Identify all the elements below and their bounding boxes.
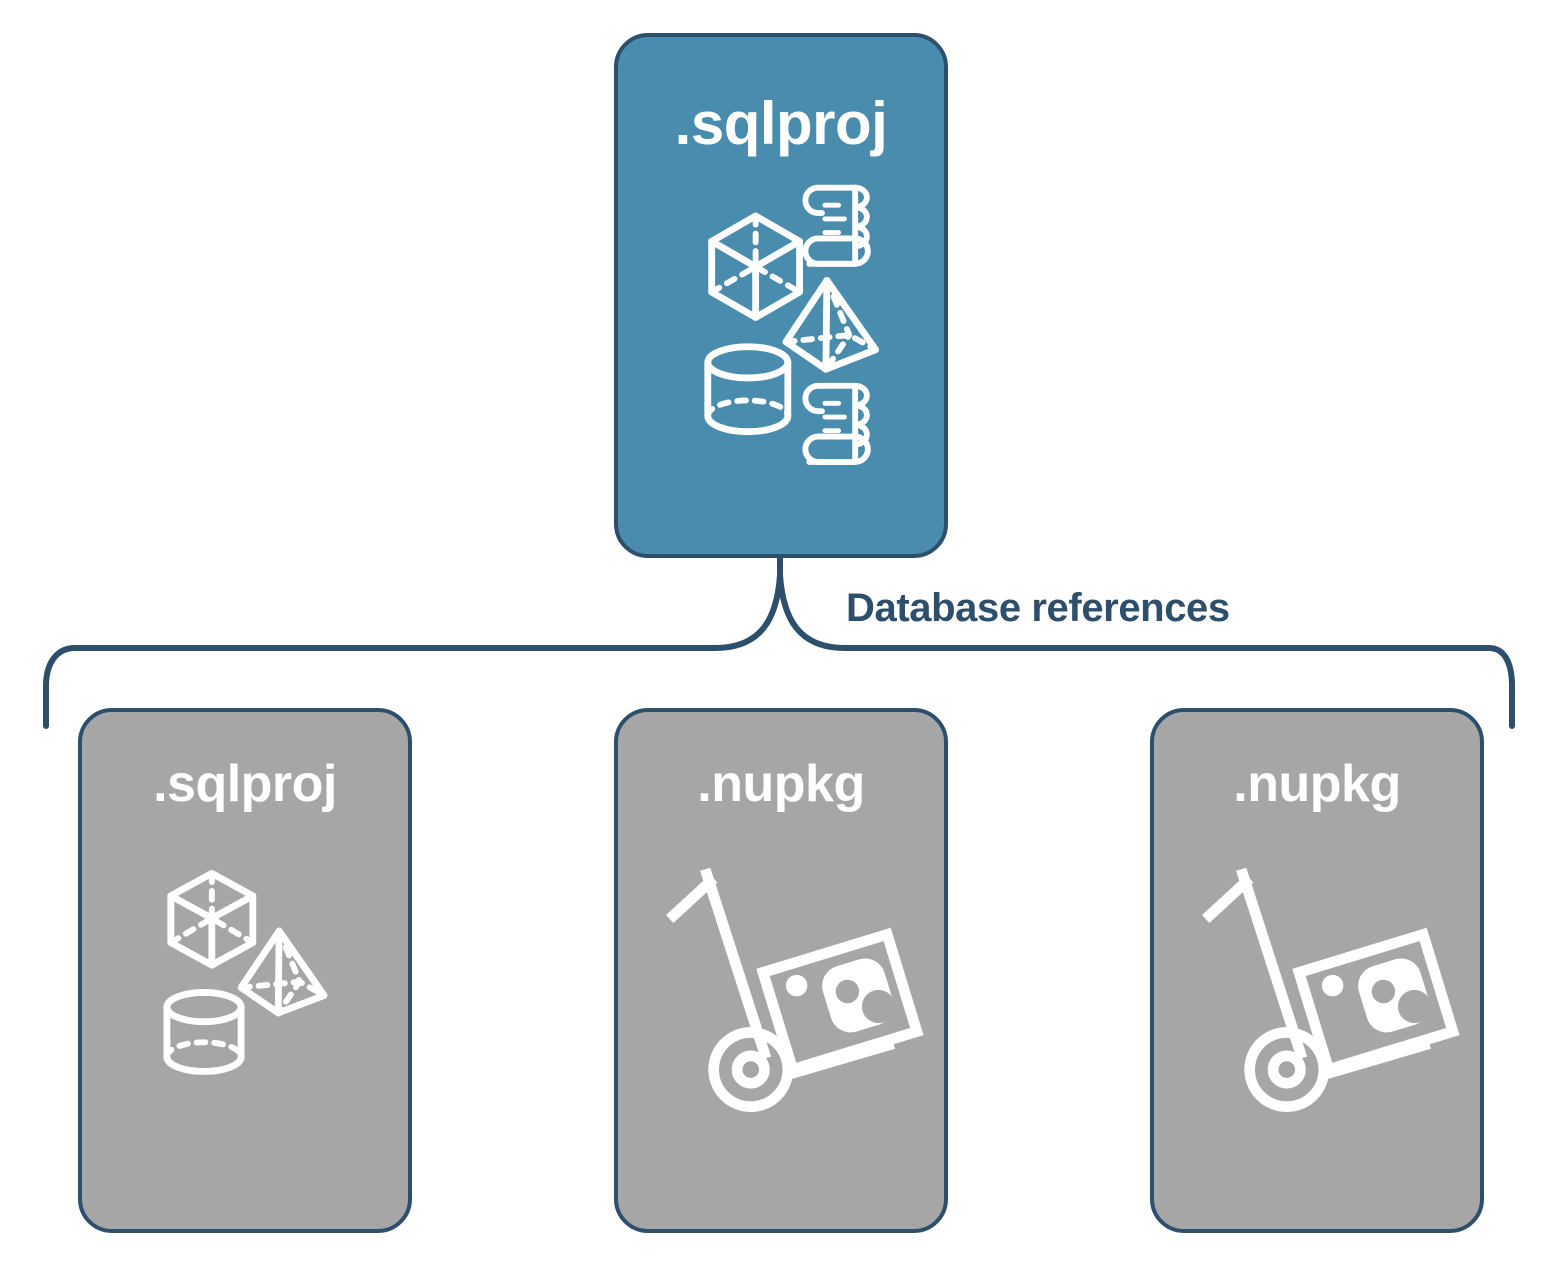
- reference-card-nupkg-2[interactable]: .nupkg: [1150, 708, 1484, 1233]
- reference-card-sqlproj[interactable]: .sqlproj: [78, 708, 412, 1233]
- cube-icon: [167, 869, 257, 969]
- reference-card-title: .nupkg: [1233, 755, 1401, 813]
- cylinder-icon: [163, 989, 245, 1075]
- brace-left-arm: [43, 572, 783, 729]
- pyramid-icon: [237, 927, 328, 1017]
- brace-label: Database references: [846, 586, 1230, 630]
- reference-card-title: .nupkg: [697, 755, 865, 813]
- brace-right-arm: [777, 572, 1515, 729]
- hand-truck-package-icon: [1202, 867, 1460, 1113]
- hand-truck-package-icon: [666, 867, 924, 1113]
- reference-card-nupkg-1[interactable]: .nupkg: [614, 708, 948, 1233]
- reference-card-title: .sqlproj: [153, 755, 337, 813]
- root-card-title: .sqlproj: [674, 90, 888, 157]
